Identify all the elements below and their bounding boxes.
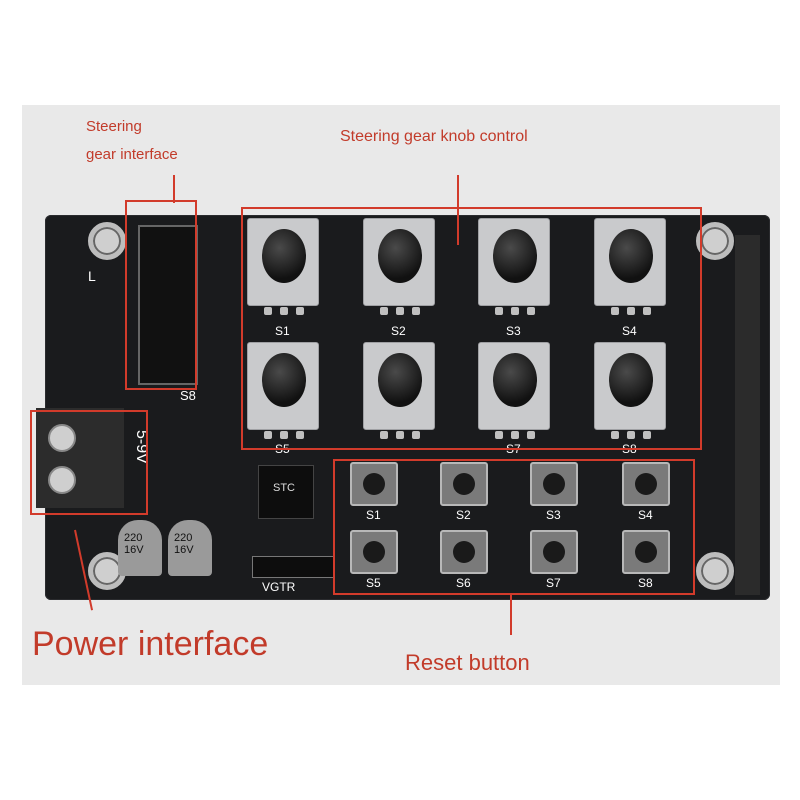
potentiometer-s3[interactable] xyxy=(478,218,550,315)
reset-arrow-line xyxy=(510,595,512,635)
knob-icon[interactable] xyxy=(378,353,422,407)
screw-top xyxy=(48,424,76,452)
potentiometer-s1[interactable] xyxy=(247,218,319,315)
pot-pins xyxy=(495,431,535,439)
reset-button-s4[interactable] xyxy=(622,462,670,506)
led-label: L xyxy=(88,268,96,284)
knob-control-box xyxy=(241,207,702,450)
capacitor-1-label: 220 16V xyxy=(124,532,144,556)
button-label-s2: S2 xyxy=(456,508,471,522)
button-label-s7: S7 xyxy=(546,576,561,590)
vgtr-header xyxy=(252,556,334,578)
knob-arrow-line xyxy=(457,175,459,245)
microcontroller-chip: STC xyxy=(258,465,314,519)
mount-hole-bottom-right xyxy=(696,552,734,590)
pot-pins xyxy=(611,431,651,439)
potentiometer-s4[interactable] xyxy=(594,218,666,315)
mount-hole-top-right xyxy=(696,222,734,260)
pot-pins xyxy=(264,431,304,439)
pot-label-s1: S1 xyxy=(275,324,290,338)
knob-icon[interactable] xyxy=(493,353,537,407)
pot-pins xyxy=(264,307,304,315)
capacitor-1: 220 16V xyxy=(118,520,162,576)
potentiometer-s5[interactable] xyxy=(247,342,319,439)
pot-label-s3: S3 xyxy=(506,324,521,338)
knob-icon[interactable] xyxy=(378,229,422,283)
reset-button-annotation: Reset button xyxy=(405,650,530,675)
servo-interface-annotation-2: gear interface xyxy=(86,146,178,163)
pot-label-s4: S4 xyxy=(622,324,637,338)
knob-icon[interactable] xyxy=(493,229,537,283)
knob-icon[interactable] xyxy=(609,353,653,407)
capacitor-2-label: 220 16V xyxy=(174,532,194,556)
power-interface-annotation: Power interface xyxy=(32,625,269,663)
vgtr-label: VGTR xyxy=(262,580,296,594)
reset-button-s8[interactable] xyxy=(622,530,670,574)
button-label-s1: S1 xyxy=(366,508,381,522)
reset-button-box xyxy=(333,459,695,595)
pot-pins xyxy=(611,307,651,315)
potentiometer-s7[interactable] xyxy=(478,342,550,439)
power-interface-box xyxy=(30,410,148,515)
knob-icon[interactable] xyxy=(262,353,306,407)
header-silk-label: S8 xyxy=(180,388,196,403)
reset-button-s7[interactable] xyxy=(530,530,578,574)
button-label-s5: S5 xyxy=(366,576,381,590)
screw-bottom xyxy=(48,466,76,494)
button-label-s4: S4 xyxy=(638,508,653,522)
knob-control-annotation: Steering gear knob control xyxy=(340,128,528,145)
servo-interface-box xyxy=(125,200,197,390)
pot-label-s2: S2 xyxy=(391,324,406,338)
reset-button-s3[interactable] xyxy=(530,462,578,506)
right-pin-header xyxy=(735,235,760,595)
reset-button-s1[interactable] xyxy=(350,462,398,506)
button-label-s3: S3 xyxy=(546,508,561,522)
pot-pins xyxy=(380,307,420,315)
reset-button-s6[interactable] xyxy=(440,530,488,574)
servo-interface-annotation-1: Steering xyxy=(86,118,142,135)
pot-pins xyxy=(380,431,420,439)
potentiometer-s2[interactable] xyxy=(363,218,435,315)
pot-pins xyxy=(495,307,535,315)
mount-hole-top-left xyxy=(88,222,126,260)
reset-button-s5[interactable] xyxy=(350,530,398,574)
servo-pin-header xyxy=(138,225,198,385)
potentiometer-s8[interactable] xyxy=(594,342,666,439)
knob-icon[interactable] xyxy=(609,229,653,283)
capacitor-2: 220 16V xyxy=(168,520,212,576)
button-label-s6: S6 xyxy=(456,576,471,590)
reset-button-s2[interactable] xyxy=(440,462,488,506)
knob-icon[interactable] xyxy=(262,229,306,283)
servo-arrow-line xyxy=(173,175,175,203)
chip-label: STC xyxy=(273,482,295,494)
potentiometer-s6[interactable] xyxy=(363,342,435,439)
power-terminal xyxy=(36,408,124,508)
button-label-s8: S8 xyxy=(638,576,653,590)
